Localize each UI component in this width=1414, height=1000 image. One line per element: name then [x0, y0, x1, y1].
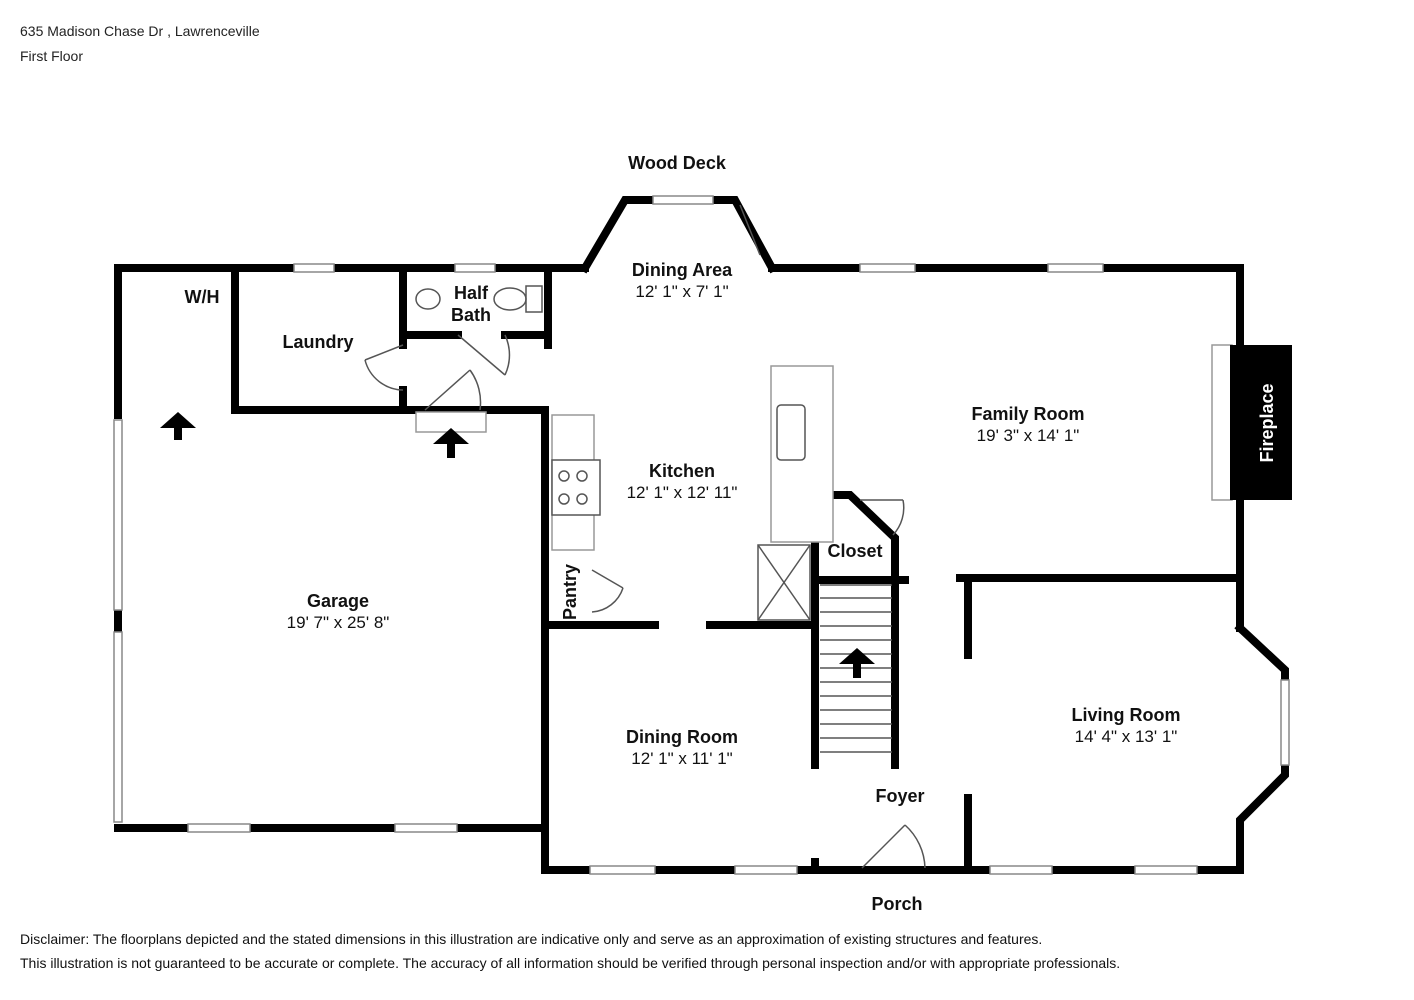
kitchen-dims: 12' 1" x 12' 11"	[627, 483, 738, 502]
disclaimer-line-1: Disclaimer: The floorplans depicted and …	[20, 931, 1043, 947]
laundry-label: Laundry	[282, 332, 353, 352]
address-heading: 635 Madison Chase Dr , Lawrenceville	[20, 23, 260, 39]
fireplace-label: Fireplace	[1257, 383, 1277, 462]
arrows	[160, 412, 875, 678]
garage-dims: 19' 7" x 25' 8"	[287, 613, 390, 632]
garage-label: Garage	[307, 591, 369, 611]
dining-room-label: Dining Room	[626, 727, 738, 747]
family-room-dims: 19' 3" x 14' 1"	[977, 426, 1080, 445]
wh-label: W/H	[185, 287, 220, 307]
dining-area-dims: 12' 1" x 7' 1"	[635, 282, 728, 301]
windows	[113, 195, 1290, 875]
dining-room-dims: 12' 1" x 11' 1"	[631, 749, 732, 768]
dining-area-label: Dining Area	[632, 260, 733, 280]
bath-sink-icon	[415, 288, 441, 310]
toilet-icon	[493, 287, 527, 311]
half-bath-label-line1: Half	[454, 283, 489, 303]
labels: Wood Deck Dining Area 12' 1" x 7' 1" W/H…	[185, 153, 1278, 914]
pantry-label: Pantry	[560, 564, 580, 620]
foyer-label: Foyer	[875, 786, 924, 806]
arrow-up-icon	[839, 648, 875, 678]
stove-icon	[551, 459, 601, 516]
sink-icon	[776, 404, 806, 461]
doors	[364, 204, 926, 869]
arrow-up-icon	[433, 428, 469, 458]
closet-label: Closet	[827, 541, 882, 561]
living-room-dims: 14' 4" x 13' 1"	[1075, 727, 1178, 746]
floor-heading: First Floor	[20, 48, 83, 64]
fireplace-block	[1230, 345, 1292, 500]
disclaimer-line-2: This illustration is not guaranteed to b…	[20, 955, 1121, 971]
living-room-label: Living Room	[1072, 705, 1181, 725]
arrow-up-icon	[160, 412, 196, 440]
fixtures	[415, 285, 1292, 621]
porch-label: Porch	[871, 894, 922, 914]
half-bath-label-line2: Bath	[451, 305, 491, 325]
wood-deck-label: Wood Deck	[628, 153, 727, 173]
stairs	[820, 584, 892, 753]
kitchen-label: Kitchen	[649, 461, 715, 481]
family-room-label: Family Room	[971, 404, 1084, 424]
